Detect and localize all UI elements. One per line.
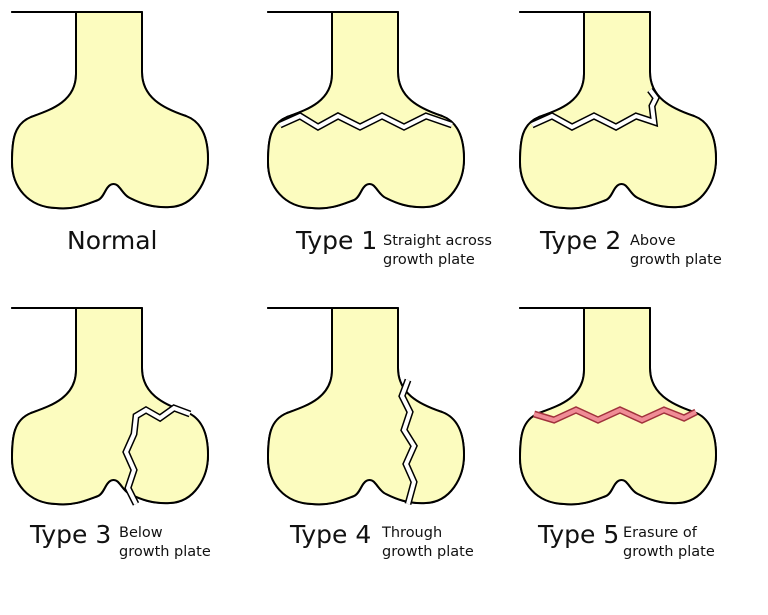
panel-type3 xyxy=(11,307,209,506)
title-type5: Type 5 xyxy=(538,520,620,549)
title-normal: Normal xyxy=(67,226,158,255)
panel-type4 xyxy=(267,307,465,506)
desc-type2-line2: growth plate xyxy=(630,252,722,268)
title-type1: Type 1 xyxy=(296,226,378,255)
title-type3: Type 3 xyxy=(30,520,112,549)
desc-type3-line1: Below xyxy=(119,525,163,541)
panel-type2 xyxy=(519,11,717,210)
desc-type5-line1: Erasure of xyxy=(623,525,697,541)
desc-type5-line2: growth plate xyxy=(623,544,715,560)
title-type2: Type 2 xyxy=(540,226,622,255)
desc-type1-line1: Straight across xyxy=(383,233,492,249)
desc-type3-line2: growth plate xyxy=(119,544,211,560)
desc-type2-line1: Above xyxy=(630,233,676,249)
desc-type4-line1: Through xyxy=(382,525,443,541)
panel-type5 xyxy=(519,307,717,506)
panel-normal xyxy=(11,11,209,210)
desc-type4-line2: growth plate xyxy=(382,544,474,560)
desc-type1-line2: growth plate xyxy=(383,252,475,268)
panel-type1 xyxy=(267,11,465,210)
title-type4: Type 4 xyxy=(290,520,372,549)
